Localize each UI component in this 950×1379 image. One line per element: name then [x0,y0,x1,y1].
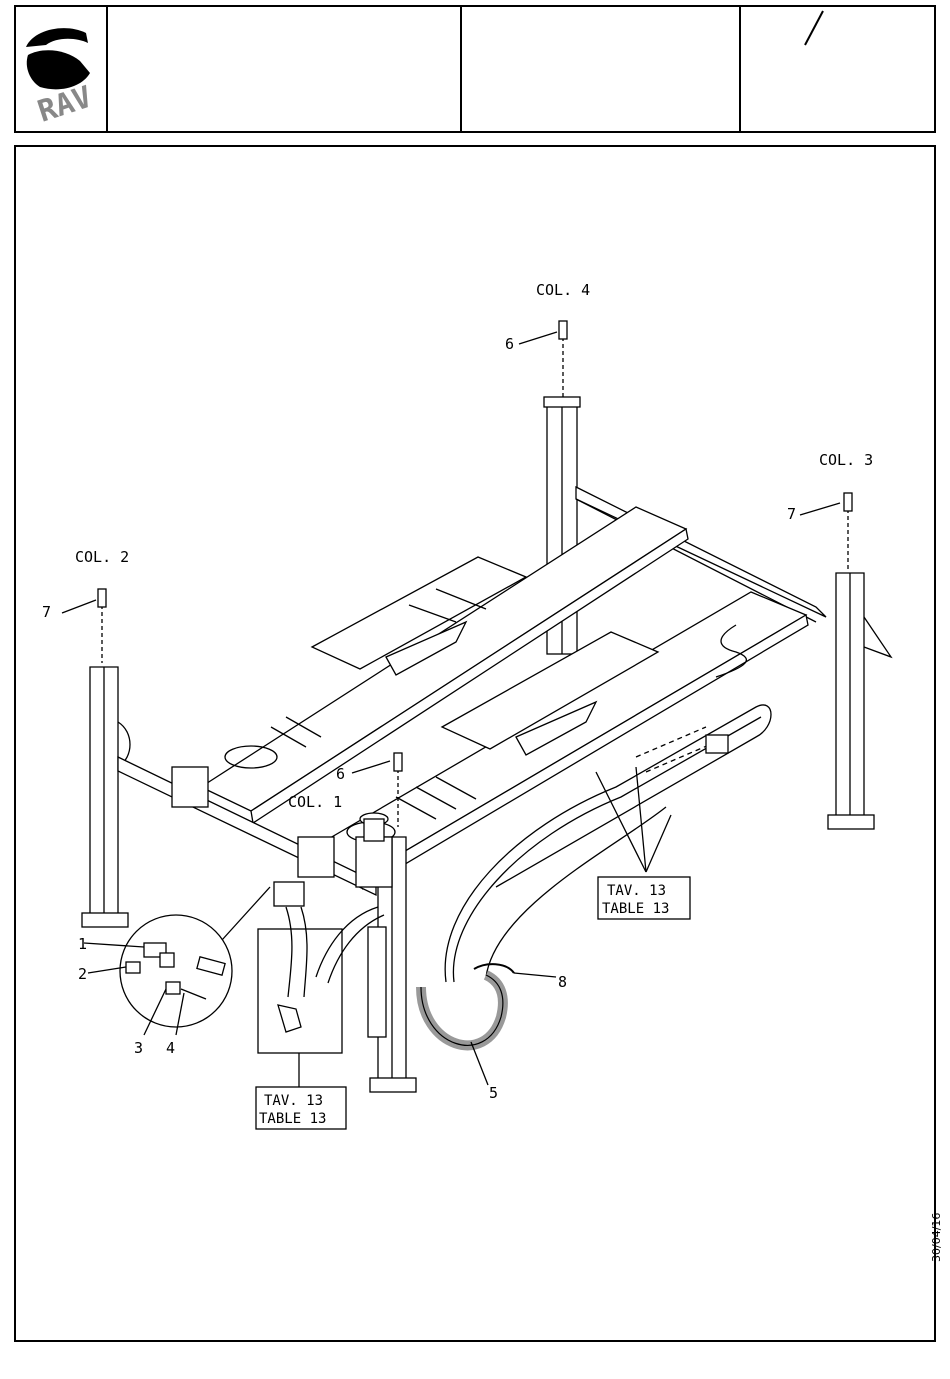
title-cell [108,7,462,131]
label-col2: COL. 2 [75,548,129,566]
valve-detail-box [258,929,342,1087]
callout-4: 4 [166,1039,175,1057]
rav-logo: RAV [16,7,104,131]
label-col4: COL. 4 [536,281,590,299]
callout-5: 5 [489,1084,498,1102]
callout-3: 3 [134,1039,143,1057]
union-fitting [166,982,180,994]
page-cell [741,7,934,131]
table-ref-left: TAV. 13 TABLE 13 [256,1087,346,1129]
column-3 [828,493,891,829]
callout-6-col4: 6 [505,335,514,353]
column-2 [82,589,130,927]
pin-col2 [98,589,106,607]
callout-2: 2 [78,965,87,983]
pin-col1 [394,753,402,771]
page-slash [741,7,934,131]
spiral-conduit [421,964,514,1045]
power-unit [356,837,392,887]
revision-date: 30/04/16 [930,1213,943,1262]
logo-cell: RAV [16,7,108,131]
callout-8: 8 [558,973,567,991]
callout-7-col3: 7 [787,505,796,523]
table-ref-left-line2: TABLE 13 [259,1111,326,1127]
pin-col4 [559,321,567,339]
callout-1: 1 [78,935,87,953]
callout-7-col2: 7 [42,603,51,621]
table-ref-right-line2: TABLE 13 [602,901,669,917]
pin-col3 [844,493,852,511]
drawing-frame: COL. 4 COL. 3 COL. 2 COL. 1 1 2 3 4 5 6 … [14,145,936,1342]
cap-fitting [126,962,140,973]
callout-6-col1: 6 [336,765,345,783]
label-col1: COL. 1 [288,793,342,811]
table-ref-left-line1: TAV. 13 [264,1093,323,1109]
lift-exploded-drawing: COL. 4 COL. 3 COL. 2 COL. 1 1 2 3 4 5 6 … [16,147,934,1340]
title-block: RAV [14,5,936,133]
table-ref-right: TAV. 13 TABLE 13 [598,877,690,919]
code-cell [462,7,741,131]
table-ref-right-line1: TAV. 13 [607,883,666,899]
label-col3: COL. 3 [819,451,873,469]
